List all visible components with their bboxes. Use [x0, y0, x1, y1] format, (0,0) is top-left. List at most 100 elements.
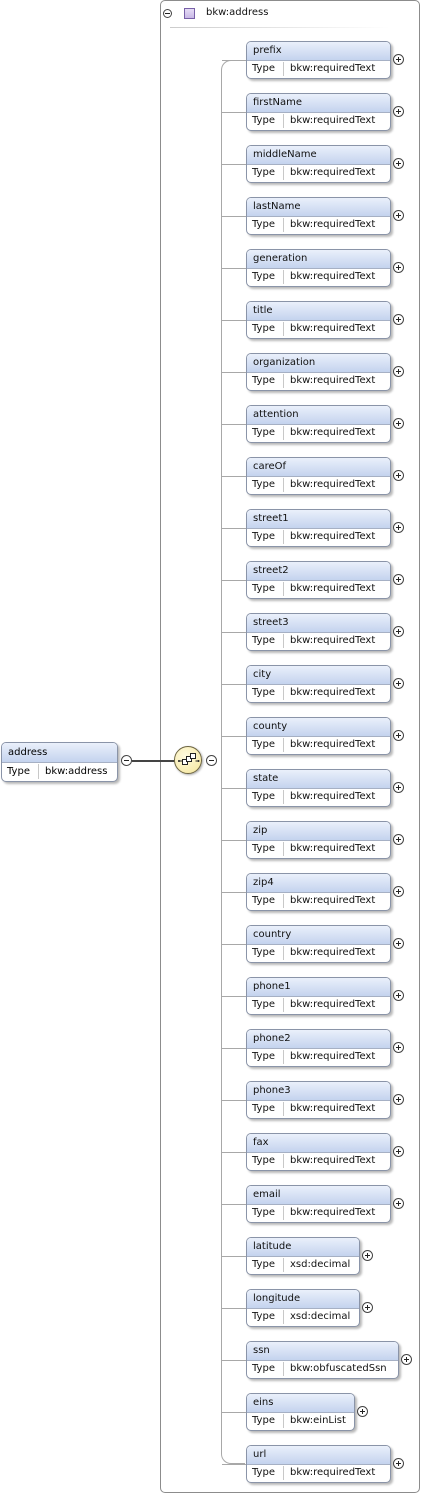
expand-icon[interactable] [393, 678, 404, 689]
element-name: middleName [247, 146, 390, 165]
connector-line [222, 1256, 246, 1257]
type-label: Type [252, 1155, 275, 1166]
expand-icon[interactable] [393, 782, 404, 793]
element-name: email [247, 1186, 390, 1205]
type-label: Type [252, 583, 275, 594]
expand-icon[interactable] [393, 938, 404, 949]
type-label: Type [252, 167, 275, 178]
expand-icon[interactable] [393, 418, 404, 429]
expand-icon[interactable] [393, 210, 404, 221]
collapse-icon[interactable] [121, 755, 132, 766]
type-value: bkw:requiredText [290, 999, 376, 1010]
expand-icon[interactable] [393, 158, 404, 169]
expand-icon[interactable] [393, 990, 404, 1001]
connector-line [222, 112, 246, 113]
expand-icon[interactable] [393, 1042, 404, 1053]
expand-icon[interactable] [393, 106, 404, 117]
connector-line [222, 944, 246, 945]
type-value: bkw:requiredText [290, 219, 376, 230]
expand-icon[interactable] [393, 1146, 404, 1157]
expand-icon[interactable] [393, 1094, 404, 1105]
type-label: Type [252, 1415, 275, 1426]
expand-icon[interactable] [362, 1250, 373, 1261]
expand-icon[interactable] [393, 574, 404, 585]
expand-icon[interactable] [393, 262, 404, 273]
expand-icon[interactable] [393, 314, 404, 325]
type-divider [283, 478, 284, 492]
connector-line [132, 760, 175, 762]
expand-icon[interactable] [393, 54, 404, 65]
type-divider [283, 1362, 284, 1376]
element-name: phone2 [247, 1030, 390, 1049]
type-value: xsd:decimal [290, 1259, 351, 1270]
element-name: street1 [247, 510, 390, 529]
expand-icon[interactable] [393, 366, 404, 377]
element-name: attention [247, 406, 390, 425]
type-value: bkw:address [45, 766, 108, 777]
expand-icon[interactable] [393, 1198, 404, 1209]
expand-icon[interactable] [357, 1406, 368, 1417]
type-label: Type [252, 1051, 275, 1062]
type-divider [283, 114, 284, 128]
type-label: Type [252, 1103, 275, 1114]
expand-icon[interactable] [393, 730, 404, 741]
expand-icon[interactable] [362, 1302, 373, 1313]
connector-line [222, 1048, 246, 1049]
type-value: bkw:requiredText [290, 479, 376, 490]
sequence-icon[interactable] [174, 746, 202, 774]
expand-icon[interactable] [393, 626, 404, 637]
element-name: lastName [247, 198, 390, 217]
expand-icon[interactable] [393, 1458, 404, 1469]
collapse-icon[interactable] [163, 9, 172, 18]
type-value: bkw:requiredText [290, 687, 376, 698]
expand-icon[interactable] [393, 834, 404, 845]
type-value: bkw:requiredText [290, 323, 376, 334]
type-label: Type [252, 999, 275, 1010]
expand-icon[interactable] [401, 1354, 412, 1365]
type-divider [283, 374, 284, 388]
expand-icon[interactable] [393, 522, 404, 533]
root-element-address[interactable]: address Type bkw:address [1, 742, 118, 782]
type-label: Type [252, 1467, 275, 1478]
type-value: bkw:einList [290, 1415, 346, 1426]
expand-icon[interactable] [393, 470, 404, 481]
connector-line [222, 1204, 246, 1205]
expand-icon[interactable] [393, 886, 404, 897]
collapse-icon[interactable] [206, 755, 217, 766]
element-name: ssn [247, 1342, 398, 1361]
type-divider [283, 62, 284, 76]
type-value: bkw:requiredText [290, 843, 376, 854]
type-divider [283, 790, 284, 804]
